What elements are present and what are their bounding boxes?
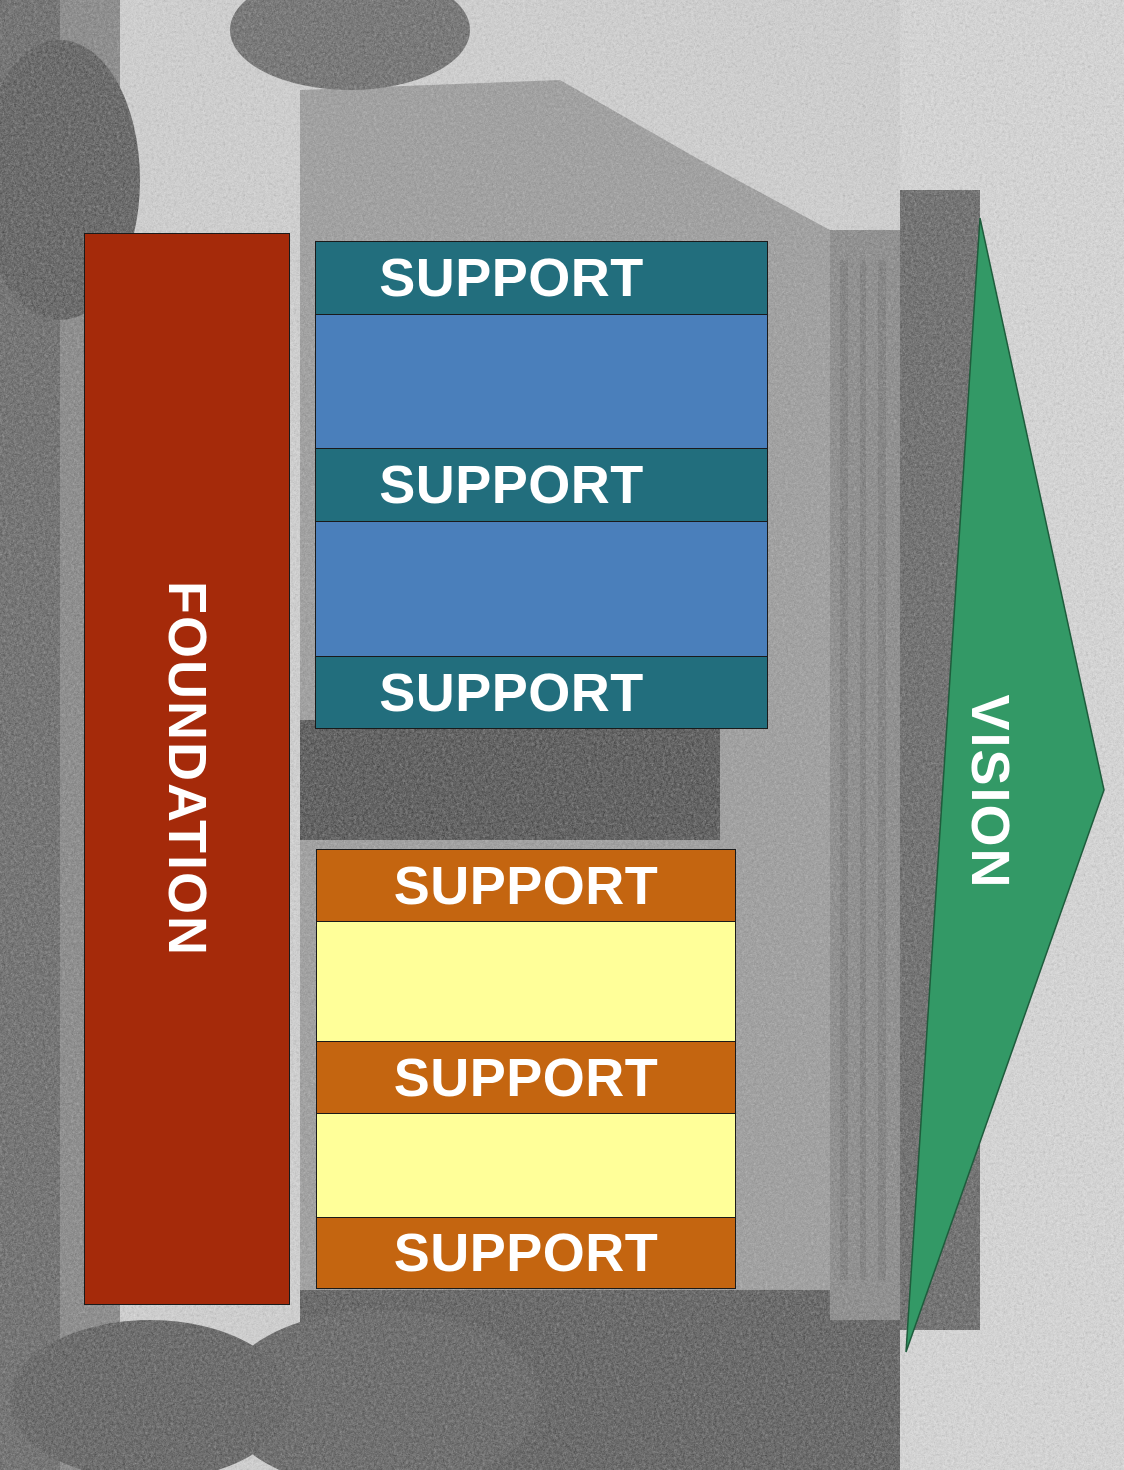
- vision-label: VISION: [960, 694, 1020, 890]
- foundation-label: FOUNDATION: [157, 581, 217, 957]
- support-band: SUPPORT: [315, 656, 768, 729]
- pillar-panel: [315, 521, 768, 657]
- support-label: SUPPORT: [379, 455, 644, 515]
- support-label: SUPPORT: [379, 248, 644, 308]
- support-label: SUPPORT: [393, 1223, 659, 1283]
- support-band: SUPPORT: [316, 849, 736, 922]
- foundation-bar: FOUNDATION: [84, 233, 290, 1305]
- support-label: SUPPORT: [379, 662, 644, 723]
- support-label: SUPPORT: [393, 1047, 659, 1108]
- pillar-panel: [315, 314, 768, 449]
- support-band: SUPPORT: [315, 448, 768, 522]
- pillar-panel: [316, 1113, 736, 1218]
- support-band: SUPPORT: [315, 241, 768, 315]
- support-band: SUPPORT: [316, 1217, 736, 1289]
- support-band: SUPPORT: [316, 1041, 736, 1114]
- pillar-panel: [316, 921, 736, 1042]
- support-label: SUPPORT: [393, 855, 659, 916]
